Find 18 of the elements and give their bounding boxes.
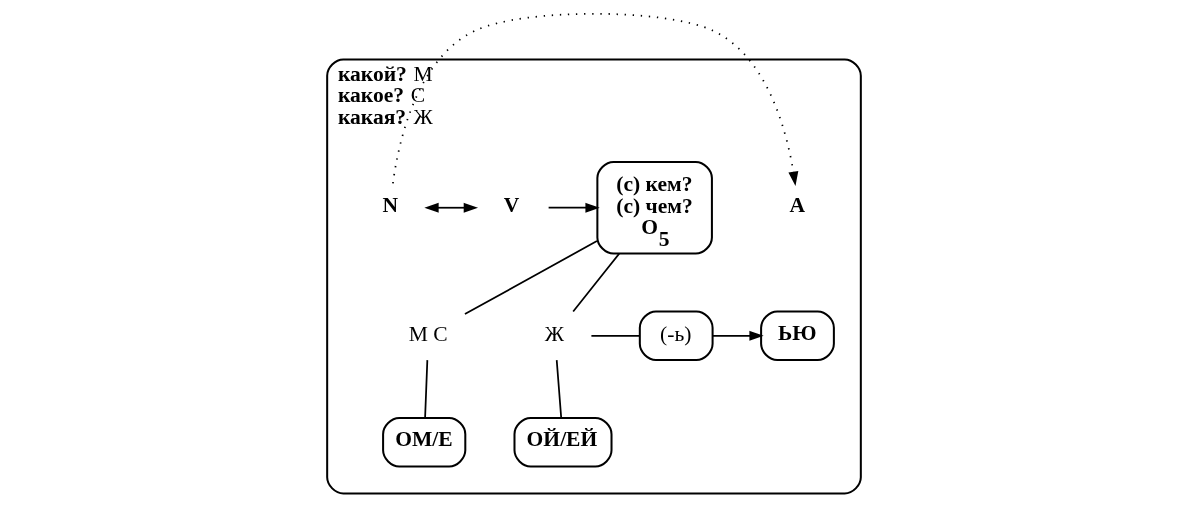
node-text: A <box>788 192 805 217</box>
connector <box>423 359 428 419</box>
connector <box>555 359 562 419</box>
arrow <box>547 202 600 213</box>
node-text: N <box>381 192 398 217</box>
node-text: V <box>503 192 519 217</box>
arrow <box>423 202 478 213</box>
connector <box>590 334 641 337</box>
node-box: ЬЮ <box>759 310 835 361</box>
node-box: (-ь) <box>638 310 714 361</box>
arrow <box>391 12 798 186</box>
connector <box>571 252 620 313</box>
connector <box>463 240 598 315</box>
node-text: Ж <box>544 321 564 346</box>
node-text: М С <box>408 321 448 346</box>
arrow <box>711 330 764 341</box>
node-box: ОМ/Е <box>381 416 466 468</box>
node-box: ОЙ/ЕЙ <box>513 416 613 468</box>
